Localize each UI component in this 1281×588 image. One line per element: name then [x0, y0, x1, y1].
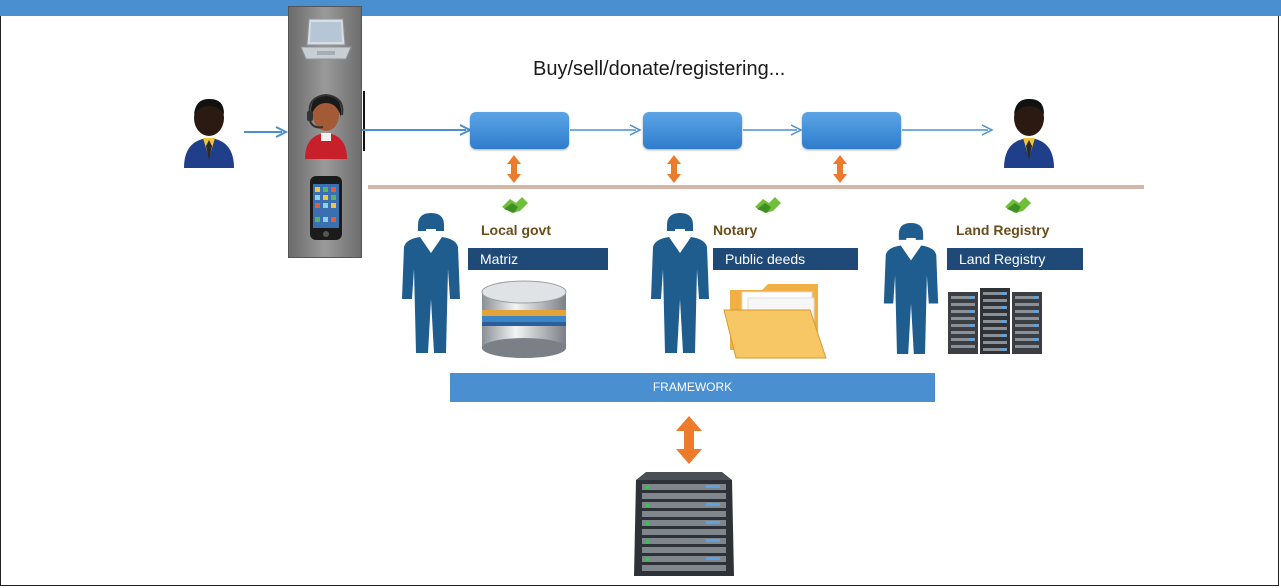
flow-arrow-to-step-2 [570, 124, 642, 136]
central-server-icon [634, 472, 734, 576]
entity-title-land-registry: Land Registry [956, 222, 1050, 238]
database-icon [481, 280, 567, 358]
handshake-icon [1005, 197, 1031, 213]
process-step-3 [802, 112, 901, 149]
folder-icon [723, 284, 827, 359]
entity-banner-land-registry: Land Registry [947, 248, 1083, 270]
customer-avatar-icon [184, 98, 234, 168]
handshake-icon [755, 197, 781, 213]
flow-arrow-out [902, 124, 994, 136]
entity-title-local-govt: Local govt [481, 222, 552, 238]
header-bar [0, 0, 1281, 16]
panel-edge [363, 91, 365, 151]
process-step-2 [643, 112, 742, 149]
server-rack-icon [948, 288, 1042, 354]
exchange-arrow-2-icon [667, 155, 681, 183]
exchange-arrow-1-icon [507, 155, 521, 183]
process-step-1 [470, 112, 569, 149]
flow-arrow-to-step-1 [362, 124, 473, 136]
flow-arrow-in [244, 126, 289, 138]
operator-headset-icon [305, 93, 347, 159]
handshake-icon [502, 197, 528, 213]
official-person-icon [651, 213, 709, 353]
recipient-avatar-icon [1004, 98, 1054, 168]
divider-line [368, 185, 1144, 189]
smartphone-icon [310, 176, 342, 240]
framework-exchange-arrow-icon [676, 416, 702, 464]
entity-banner-matriz: Matriz [468, 248, 608, 270]
flow-arrow-to-step-3 [743, 124, 803, 136]
official-person-icon [883, 223, 939, 354]
framework-bar: FRAMEWORK [450, 373, 935, 402]
channels-panel [288, 6, 365, 258]
exchange-arrow-3-icon [833, 155, 847, 183]
entity-banner-public-deeds: Public deeds [713, 248, 858, 270]
laptop-icon [300, 18, 352, 60]
official-person-icon [402, 213, 460, 353]
entity-title-notary: Notary [713, 222, 758, 238]
flow-title: Buy/sell/donate/registering... [533, 58, 786, 80]
